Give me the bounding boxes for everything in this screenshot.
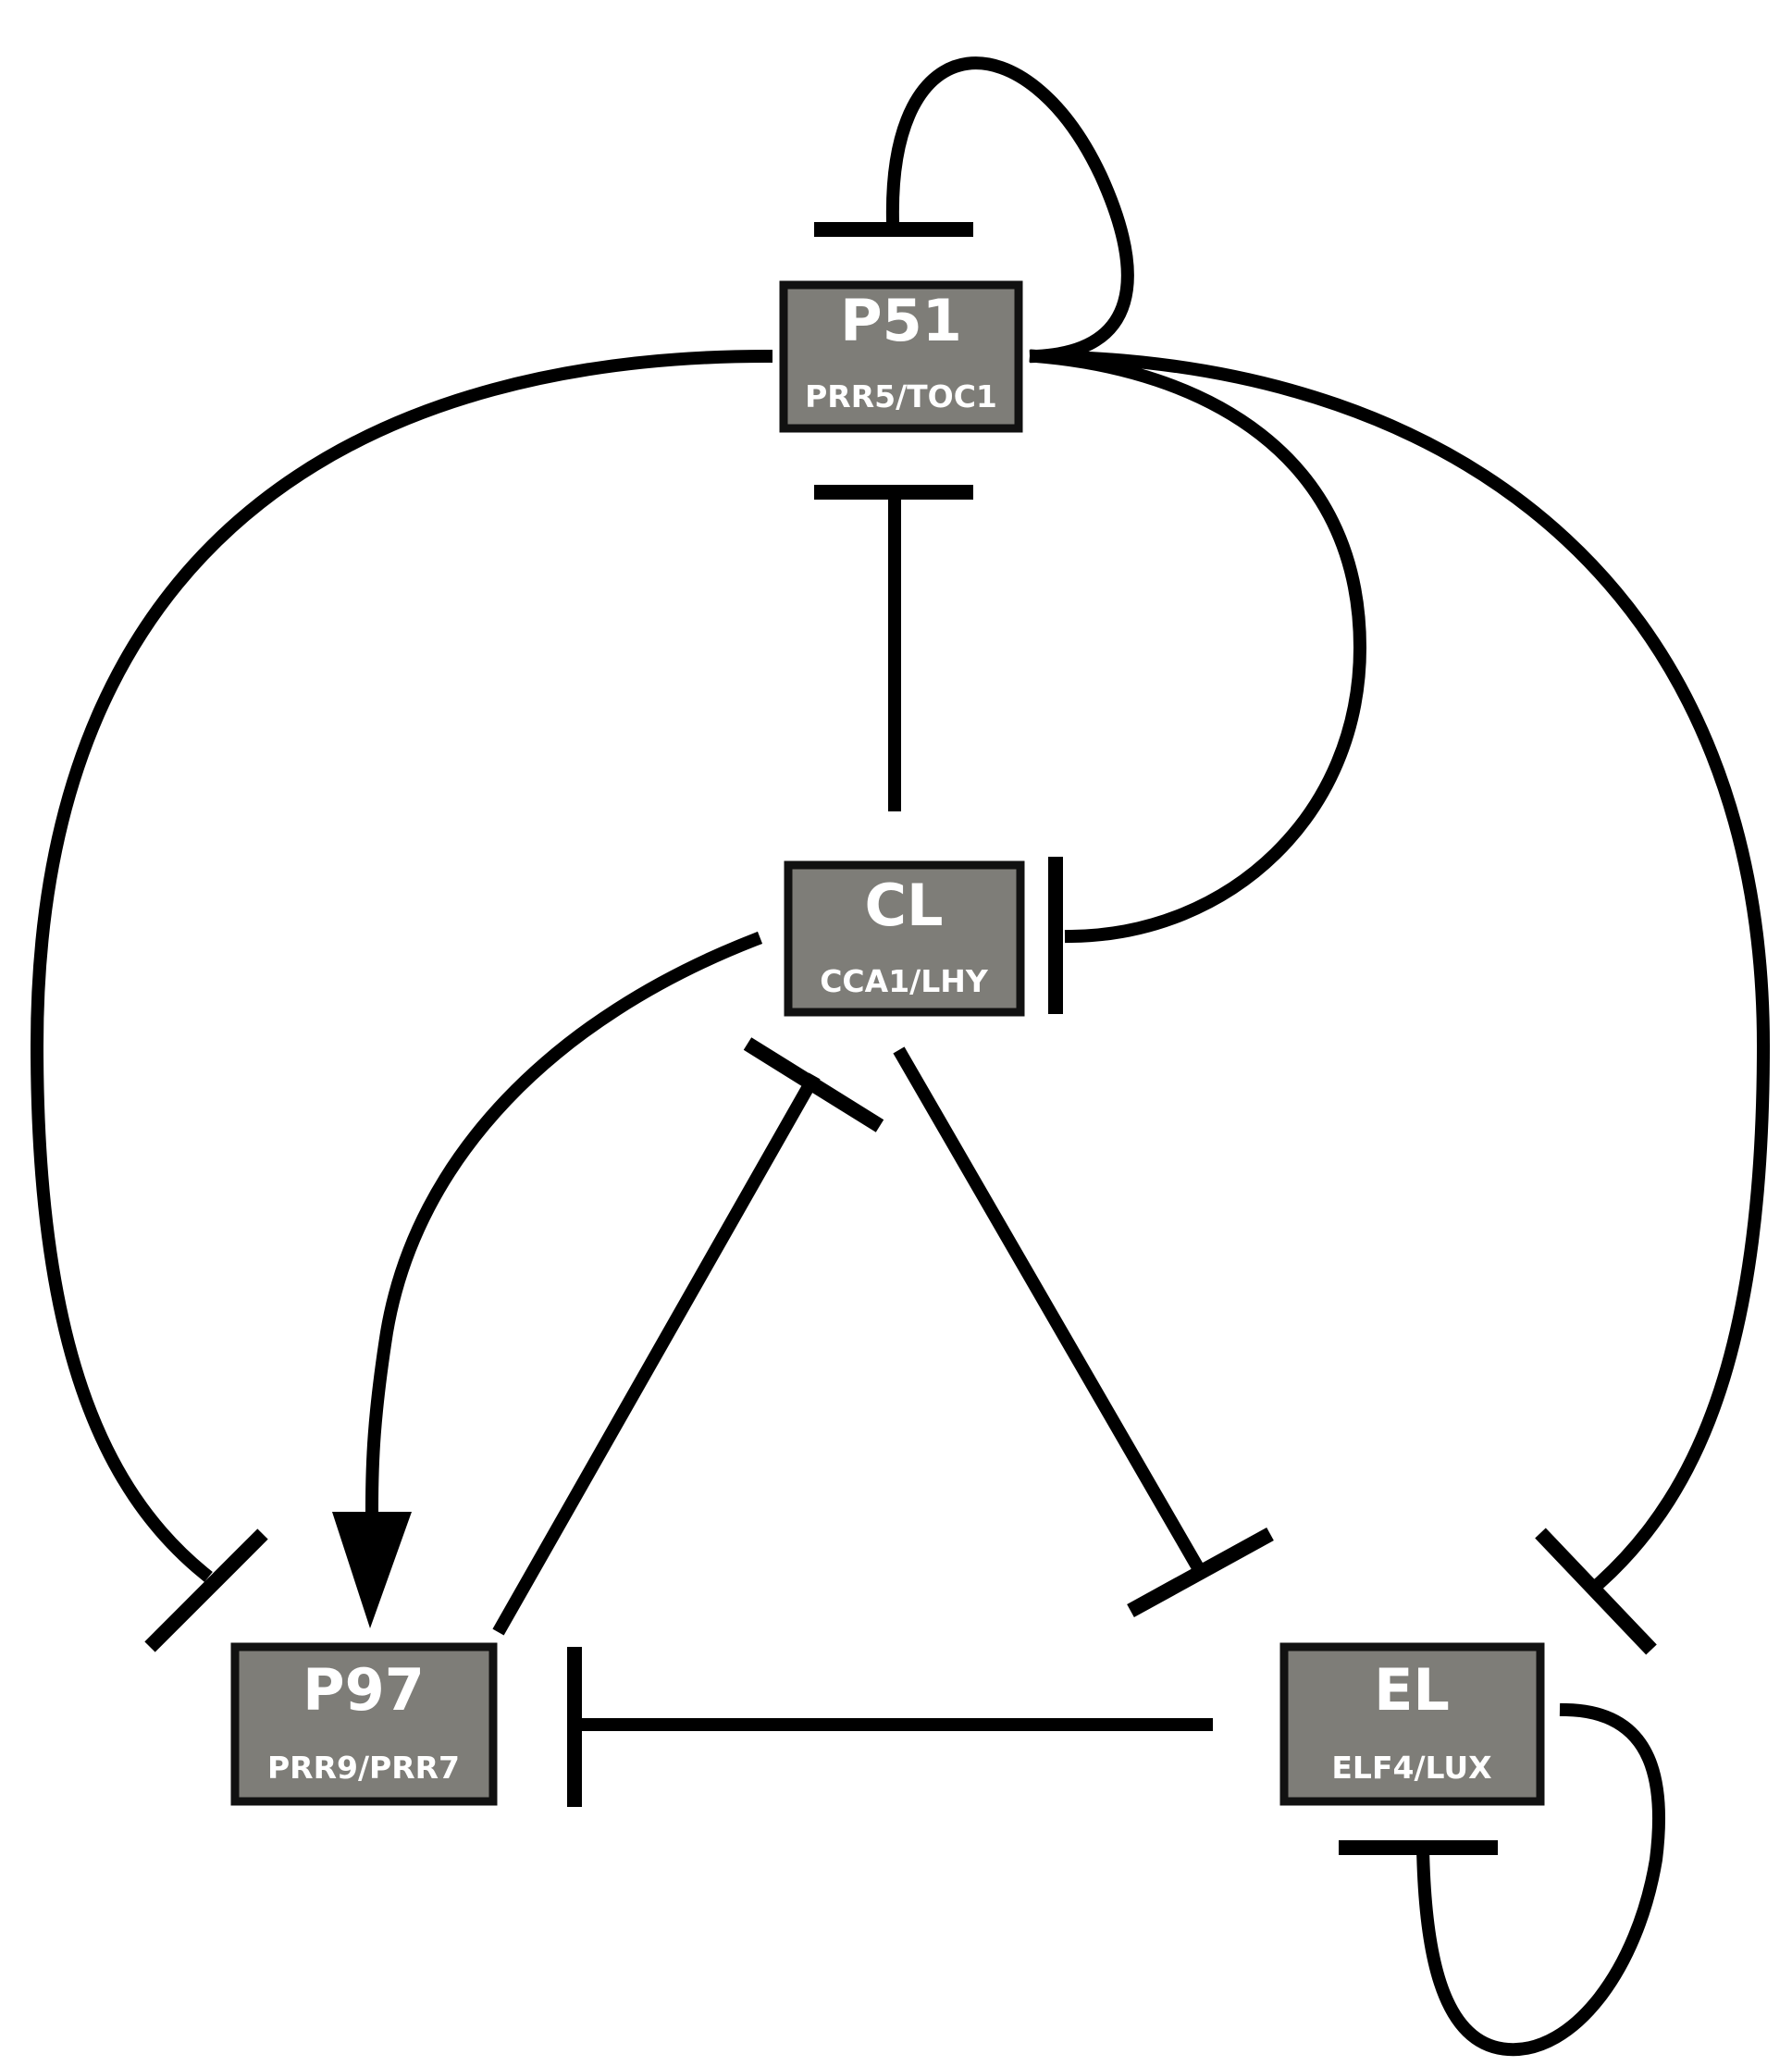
node-p51-name: P51 [840, 287, 962, 354]
node-cl-name: CL [864, 872, 943, 939]
edge-cl-activates-p97 [332, 931, 763, 1628]
node-el-name: EL [1374, 1656, 1450, 1724]
node-p97-genes: PRR9/PRR7 [267, 1750, 460, 1786]
node-p51: P51 PRR5/TOC1 [779, 280, 1023, 433]
edge-p97-inhibits-cl [492, 1037, 884, 1636]
edge-p51-self-inhibition [814, 56, 1134, 364]
node-p97-name: P97 [303, 1656, 425, 1724]
edge-el-self-inhibition [1339, 1702, 1666, 2057]
node-cl-genes: CCA1/LHY [820, 963, 989, 999]
edge-p51-inhibits-p97 [31, 349, 773, 1652]
node-p51-genes: PRR5/TOC1 [805, 378, 997, 414]
edge-cl-inhibits-el [893, 1046, 1274, 1618]
node-el-genes: ELF4/LUX [1331, 1750, 1491, 1786]
edge-p51-inhibits-cl [1029, 349, 1366, 1014]
node-p97: P97 PRR9/PRR7 [230, 1642, 498, 1806]
edge-cl-inhibits-p51 [814, 485, 973, 811]
node-cl: CL CCA1/LHY [784, 860, 1025, 1017]
edge-el-inhibits-p97 [567, 1647, 1213, 1807]
arrowhead-icon [332, 1512, 412, 1628]
edge-p51-inhibits-el [1029, 349, 1770, 1655]
node-el: EL ELF4/LUX [1279, 1642, 1545, 1806]
